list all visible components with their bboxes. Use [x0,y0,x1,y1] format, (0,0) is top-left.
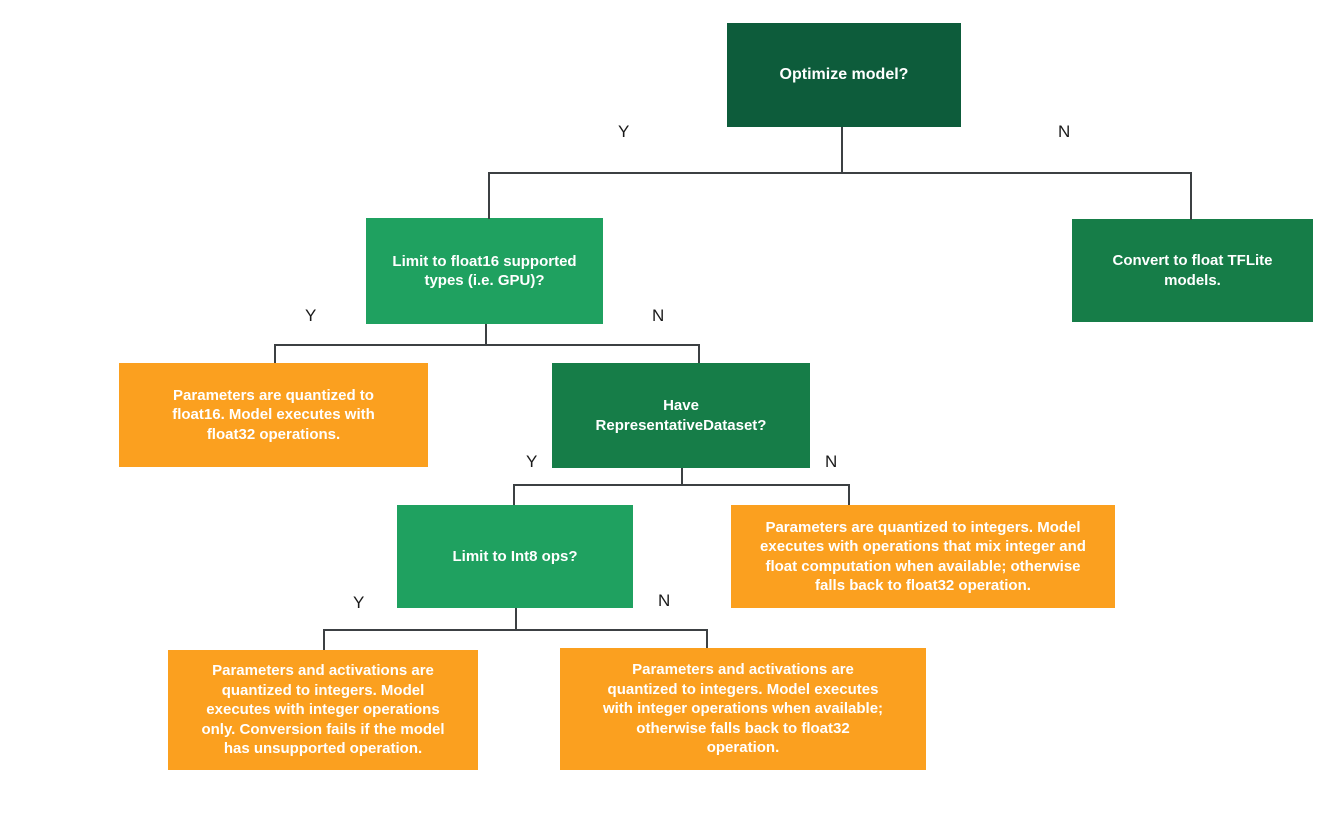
connector-junction3-yes-down [513,484,515,505]
connector-int8-down [515,608,517,629]
branch-label-yes-1: Y [618,122,630,141]
node-optimize-model: Optimize model? [727,23,961,127]
connector-float16-down [485,324,487,345]
node-limit-float16: Limit to float16 supported types (i.e. G… [366,218,603,324]
connector-junction2-yes-down [274,344,276,363]
branch-label-yes-2: Y [305,306,317,325]
node-limit-int8-ops: Limit to Int8 ops? [397,505,633,608]
branch-label-no-3: N [825,452,838,471]
connector-optimize-down [841,127,843,172]
connector-junction4-horizontal [323,629,707,631]
node-convert-float-tflite: Convert to float TFLite models. [1072,219,1313,322]
connector-junction4-no-down [706,629,708,648]
connector-junction2-no-down [698,344,700,363]
connector-repdataset-down [681,468,683,485]
connector-junction2-horizontal [274,344,699,346]
branch-label-no-4: N [658,591,671,610]
branch-label-no-2: N [652,306,665,325]
branch-label-no-1: N [1058,122,1071,141]
node-have-representative-dataset: Have RepresentativeDataset? [552,363,810,468]
connector-junction1-horizontal [488,172,1192,174]
connector-junction1-yes-down [488,172,490,219]
node-result-float16-quantization: Parameters are quantized to float16. Mod… [119,363,428,467]
connector-junction3-no-down [848,484,850,505]
branch-label-yes-4: Y [353,593,365,612]
connector-junction4-yes-down [323,629,325,650]
node-result-mixed-integer-float: Parameters are quantized to integers. Mo… [731,505,1115,608]
node-result-integer-with-float-fallback: Parameters and activations are quantized… [560,648,926,770]
branch-label-yes-3: Y [526,452,538,471]
node-result-full-integer-only: Parameters and activations are quantized… [168,650,478,770]
connector-junction1-no-down [1190,172,1192,220]
connector-junction3-horizontal [513,484,849,486]
